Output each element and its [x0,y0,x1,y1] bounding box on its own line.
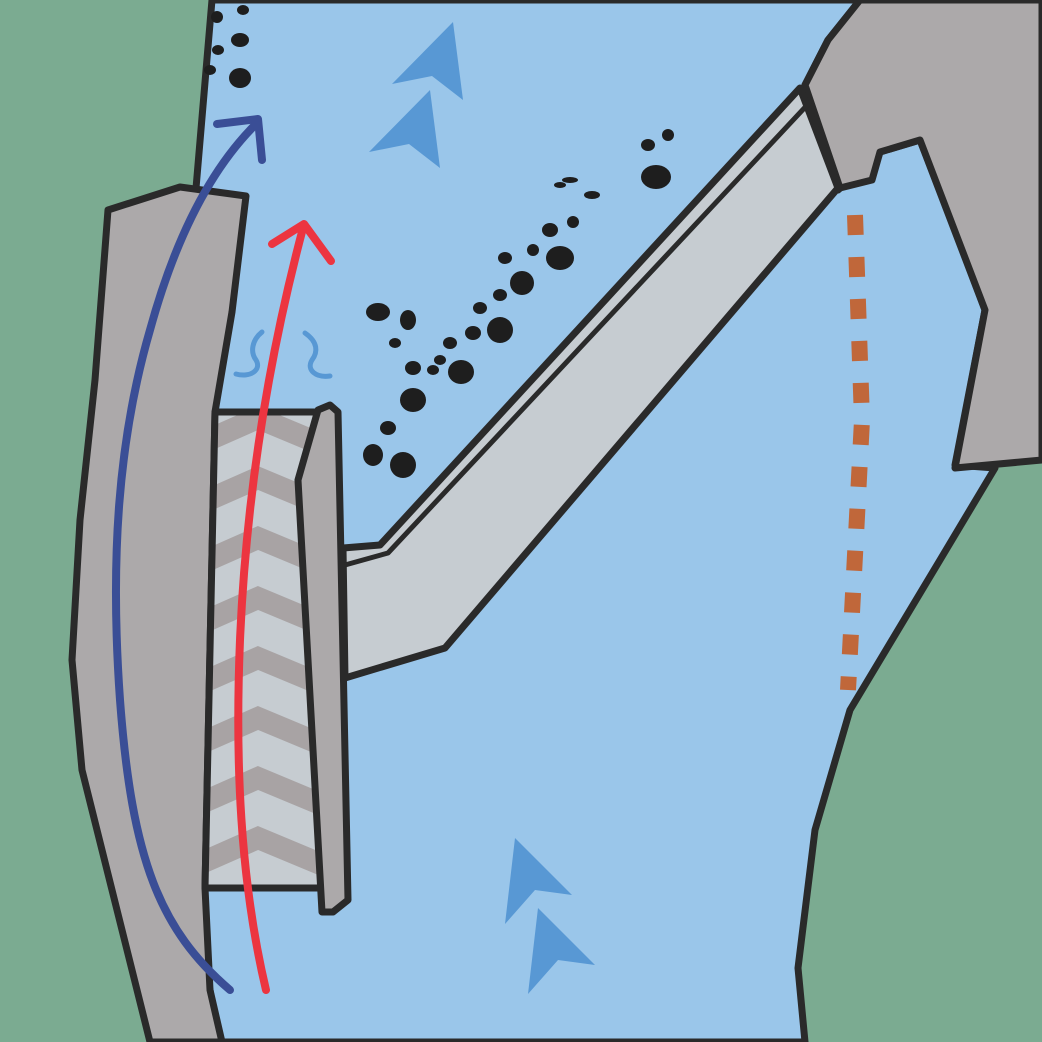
ripple-icon [302,330,333,379]
sediment-particle-icon [231,33,249,47]
sediment-particle-icon [662,129,674,141]
sediment-particle-icon [443,337,457,349]
sediment-particle-icon [510,271,534,295]
sediment-particle-icon [493,289,507,301]
sediment-particle-icon [448,360,474,384]
sediment-particle-icon [567,216,579,228]
sediment-particle-icon [498,252,512,264]
fish-path-red [234,220,335,994]
arrowhead-icon [268,220,335,265]
sediment-particle-icon [465,326,481,340]
flow-arrows-bottom [505,838,595,994]
fishway-baffle-wall [294,401,352,916]
flow-arrow-icon [392,22,463,100]
sediment-particle-icon [405,361,421,375]
sediment-particle-icon [584,191,600,199]
flow-arrow-icon [369,90,440,168]
sediment-particle-icon [641,139,655,151]
sediment-particle-icon [434,355,446,365]
sediment-particle-icon [237,5,249,15]
sediment-particle-icon [527,244,539,256]
sediment-particle-icon [204,65,216,75]
flow-arrows-top [369,22,463,168]
arrowhead-icon [213,115,266,164]
sediment-particle-icon [487,317,513,343]
flow-arrow-icon [528,908,595,994]
sediment-particles [204,5,674,478]
sediment-particle-icon [229,68,251,88]
sediment-particle-icon [400,388,426,412]
left-wall [68,183,250,1042]
right-abutment [801,0,1042,472]
sediment-particle-icon [473,302,487,314]
ripple-icon [233,329,265,378]
sediment-particle-icon [389,338,401,348]
weir-inner-edge [344,100,812,568]
sediment-particle-icon [380,421,396,435]
sediment-particle-icon [546,246,574,270]
sediment-particle-icon [641,165,671,189]
sediment-particle-icon [554,182,566,188]
sediment-particle-icon [427,365,439,375]
sediment-particle-icon [212,45,224,55]
sediment-particle-icon [366,303,390,321]
sediment-particle-icon [363,444,383,466]
sediment-particle-icon [542,223,558,237]
sediment-particle-icon [211,11,223,23]
sediment-particle-icon [400,310,416,330]
fish-path-blue [111,115,266,994]
dotted-boundary-line [840,214,871,691]
flow-arrow-icon [505,838,572,924]
sediment-particle-icon [562,177,578,183]
sediment-particle-icon [390,452,416,478]
